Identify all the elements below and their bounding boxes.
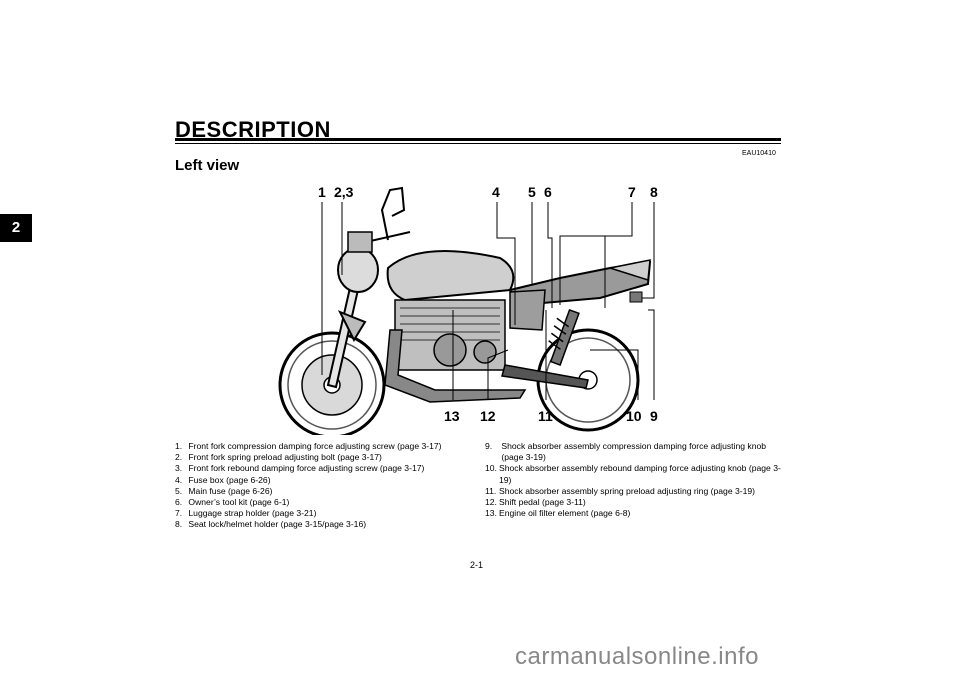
callout-2-3: 2,3 [334, 184, 353, 200]
legend-column-left: 1. Front fork compression damping force … [175, 441, 475, 531]
callout-9: 9 [650, 408, 658, 424]
legend-item: 9. Shock absorber assembly compression d… [485, 441, 785, 463]
swingarm [502, 365, 588, 388]
callout-1: 1 [318, 184, 326, 200]
legend-item: 5. Main fuse (page 6-26) [175, 486, 475, 497]
page-number: 2-1 [470, 560, 483, 570]
callout-4: 4 [492, 184, 500, 200]
rear-shock [547, 310, 579, 365]
legend-item: 12.Shift pedal (page 3-11) [485, 497, 785, 508]
gauges [348, 232, 372, 252]
callout-13: 13 [444, 408, 460, 424]
title-rule-thick [175, 138, 781, 141]
title-rule-thin [175, 143, 781, 144]
legend-item: 6. Owner’s tool kit (page 6-1) [175, 497, 475, 508]
motorcycle-drawing [270, 180, 670, 435]
legend-item: 3. Front fork rebound damping force adju… [175, 463, 475, 474]
section-code: EAU10410 [742, 150, 776, 157]
callout-11: 11 [538, 408, 553, 424]
callout-8: 8 [650, 184, 658, 200]
legend-item: 7. Luggage strap holder (page 3-21) [175, 508, 475, 519]
legend-item: 4. Fuse box (page 6-26) [175, 475, 475, 486]
callout-12: 12 [480, 408, 496, 424]
chapter-tab: 2 [0, 214, 32, 242]
legend-item: 8. Seat lock/helmet holder (page 3-15/pa… [175, 519, 475, 530]
callout-7: 7 [628, 184, 636, 200]
legend-item: 11.Shock absorber assembly spring preloa… [485, 486, 785, 497]
watermark: carmanualsonline.info [515, 643, 759, 671]
callout-5: 5 [528, 184, 536, 200]
fuel-tank [388, 251, 514, 300]
headlight [338, 248, 378, 292]
section-title: Left view [175, 157, 239, 174]
callout-10: 10 [626, 408, 642, 424]
legend-column-right: 9. Shock absorber assembly compression d… [485, 441, 785, 519]
legend-item: 10.Shock absorber assembly rebound dampi… [485, 463, 785, 485]
legend-item: 2. Front fork spring preload adjusting b… [175, 452, 475, 463]
legend-item: 1. Front fork compression damping force … [175, 441, 475, 452]
motorcycle-left-view-illustration: 1 2,3 4 5 6 7 8 13 12 11 10 9 [270, 180, 670, 435]
callout-6: 6 [544, 184, 552, 200]
tail-light [630, 292, 642, 302]
legend-item: 13.Engine oil filter element (page 6-8) [485, 508, 785, 519]
